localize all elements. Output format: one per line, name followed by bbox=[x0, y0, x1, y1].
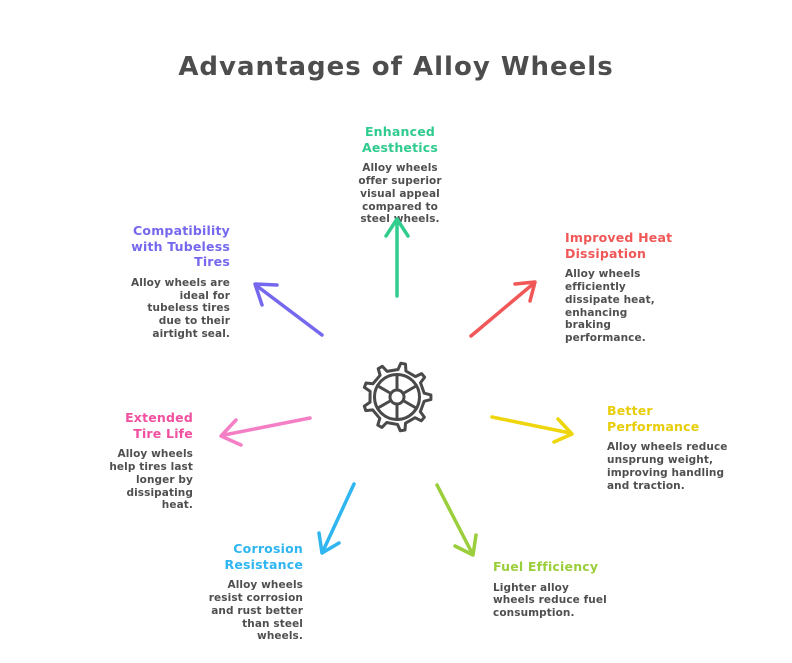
alloy-wheel-gear-icon bbox=[362, 361, 433, 433]
spoke-description-improved-heat-dissipation: Alloy wheels efficiently dissipate heat,… bbox=[565, 268, 655, 345]
arrow-left-extended-tire-life bbox=[219, 416, 312, 447]
spoke-compatibility-with-tubeless-tires: Compatibility with Tubeless Tires Alloy … bbox=[130, 223, 230, 341]
spoke-title-extended-tire-life: Extended Tire Life bbox=[125, 410, 193, 441]
arrow-down-left-corrosion-resistance bbox=[317, 482, 356, 555]
spoke-title-corrosion-resistance: Corrosion Resistance bbox=[224, 541, 303, 572]
arrow-down-right-fuel-efficiency bbox=[435, 483, 478, 557]
arrow-up-right-improved-heat-dissipation bbox=[469, 280, 537, 338]
spoke-description-compatibility-with-tubeless-tires: Alloy wheels are ideal for tubeless tire… bbox=[131, 276, 230, 341]
spoke-title-fuel-efficiency: Fuel Efficiency bbox=[493, 559, 599, 574]
spoke-description-extended-tire-life: Alloy wheels help tires last longer by d… bbox=[109, 448, 193, 512]
spoke-description-fuel-efficiency: Lighter alloy wheels reduce fuel consump… bbox=[493, 581, 607, 620]
arrow-right-better-performance bbox=[490, 415, 574, 444]
spoke-better-performance: Better Performance Alloy wheels reduce u… bbox=[607, 403, 732, 492]
spoke-title-compatibility-with-tubeless-tires: Compatibility with Tubeless Tires bbox=[131, 223, 230, 270]
spoke-description-enhanced-aesthetics: Alloy wheels offer superior visual appea… bbox=[358, 162, 442, 226]
spoke-fuel-efficiency: Fuel Efficiency Lighter alloy wheels red… bbox=[493, 559, 608, 620]
spoke-enhanced-aesthetics: Enhanced Aesthetics Alloy wheels offer s… bbox=[350, 124, 450, 226]
arrow-up-left-compatibility-with-tubeless-tires bbox=[253, 282, 324, 337]
spoke-improved-heat-dissipation: Improved Heat Dissipation Alloy wheels e… bbox=[565, 230, 673, 345]
page-title: Advantages of Alloy Wheels bbox=[178, 52, 614, 82]
arrow-up-enhanced-aesthetics bbox=[384, 217, 410, 298]
spoke-title-enhanced-aesthetics: Enhanced Aesthetics bbox=[361, 124, 439, 155]
spoke-description-corrosion-resistance: Alloy wheels resist corrosion and rust b… bbox=[208, 579, 303, 643]
spoke-description-better-performance: Alloy wheels reduce unsprung weight, imp… bbox=[607, 441, 728, 492]
spoke-title-improved-heat-dissipation: Improved Heat Dissipation bbox=[565, 230, 673, 261]
spoke-corrosion-resistance: Corrosion Resistance Alloy wheels resist… bbox=[201, 541, 303, 643]
spoke-extended-tire-life: Extended Tire Life Alloy wheels help tir… bbox=[93, 410, 193, 512]
spoke-title-better-performance: Better Performance bbox=[607, 403, 700, 434]
